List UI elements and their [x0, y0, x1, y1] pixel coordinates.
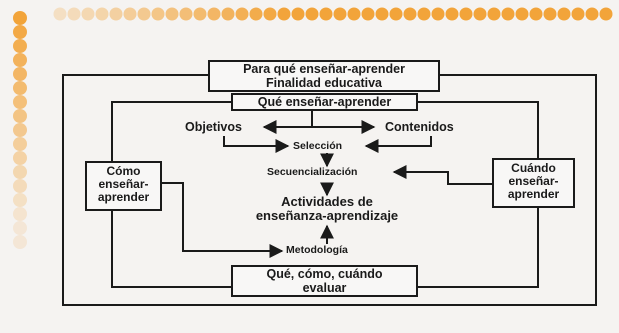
actividades-line2: enseñanza-aprendizaje — [255, 208, 399, 224]
arrow-objetivos-seleccion — [223, 136, 290, 153]
decorative-dot — [13, 235, 27, 249]
decorative-dot — [431, 7, 445, 21]
decorative-dot — [13, 165, 27, 179]
decorative-dot — [529, 7, 543, 21]
arrow-como-metodologia — [161, 182, 284, 258]
decorative-dot — [403, 7, 417, 21]
decorative-dot — [13, 207, 27, 221]
decorative-dot — [263, 7, 277, 21]
decorative-dot — [13, 25, 27, 39]
finalidad-title: Para qué enseñar-aprender — [243, 62, 405, 76]
decorative-dot — [333, 7, 347, 21]
como-line3: aprender — [97, 190, 150, 205]
decorative-dot — [53, 7, 67, 21]
seleccion-label: Selección — [293, 140, 343, 152]
decorative-dot — [571, 7, 585, 21]
actividades-label: Actividades de enseñanza-aprendizaje — [227, 194, 427, 224]
decorative-dot — [13, 67, 27, 81]
decorative-dot — [67, 7, 81, 21]
decorative-dot — [13, 137, 27, 151]
finalidad-box: Para qué enseñar-aprender Finalidad educ… — [208, 60, 440, 92]
decorative-dot — [515, 7, 529, 21]
decorative-dot — [123, 7, 137, 21]
decorative-dot — [235, 7, 249, 21]
cuando-line3: aprender — [507, 187, 560, 202]
decorative-dot — [557, 7, 571, 21]
decorative-dot — [13, 179, 27, 193]
arrow-contenidos-seleccion — [364, 136, 432, 153]
decorative-dot — [501, 7, 515, 21]
como-line2: enseñar- — [98, 177, 149, 192]
decorative-dot — [291, 7, 305, 21]
decorative-dot — [137, 7, 151, 21]
decorative-dot — [13, 221, 27, 235]
decorative-dot — [487, 7, 501, 21]
finalidad-subtitle: Finalidad educativa — [265, 75, 382, 90]
actividades-line1: Actividades de — [281, 194, 373, 209]
cuando-line2: enseñar- — [508, 174, 559, 189]
decorative-dot — [81, 7, 95, 21]
decorative-dot — [13, 151, 27, 165]
como-line1: Cómo — [106, 164, 141, 178]
arrow-cuando-secuencializacion — [392, 165, 492, 185]
contenidos-label: Contenidos — [385, 120, 454, 134]
decorative-dot — [13, 53, 27, 67]
evaluar-line1: Qué, cómo, cuándo — [266, 267, 383, 281]
decorative-dot — [445, 7, 459, 21]
que-box: Qué enseñar-aprender — [231, 93, 418, 111]
decorative-dot — [151, 7, 165, 21]
decorative-dot — [249, 7, 263, 21]
decorative-dot — [417, 7, 431, 21]
decorative-dot — [277, 7, 291, 21]
decorative-dot — [221, 7, 235, 21]
decorative-dot — [305, 7, 319, 21]
decorative-dot — [543, 7, 557, 21]
decorative-dot — [95, 7, 109, 21]
decorative-dot — [599, 7, 613, 21]
decorative-dot — [347, 7, 361, 21]
decorative-dot — [193, 7, 207, 21]
decorative-dot — [109, 7, 123, 21]
decorative-dot — [585, 7, 599, 21]
decorative-dot — [375, 7, 389, 21]
decorative-dot — [13, 95, 27, 109]
decorative-dot — [459, 7, 473, 21]
evaluar-box: Qué, cómo, cuándo evaluar — [231, 265, 418, 297]
metodologia-label: Metodología — [286, 244, 348, 256]
decorative-dot — [13, 123, 27, 137]
decorative-dot — [207, 7, 221, 21]
decorative-dot — [13, 81, 27, 95]
decorative-dot — [13, 193, 27, 207]
cuando-box: Cuándo enseñar- aprender — [492, 158, 575, 208]
decorative-dot — [13, 11, 27, 25]
objetivos-label: Objetivos — [185, 120, 242, 134]
evaluar-line2: evaluar — [302, 280, 347, 295]
cuando-line1: Cuándo — [511, 161, 556, 175]
decorative-dot — [13, 109, 27, 123]
que-label: Qué enseñar-aprender — [257, 95, 392, 109]
decorative-dot — [179, 7, 193, 21]
secuencializacion-label: Secuencialización — [267, 166, 358, 178]
decorative-dot — [361, 7, 375, 21]
como-box: Cómo enseñar- aprender — [85, 161, 162, 211]
decorative-dot — [319, 7, 333, 21]
decorative-dot — [389, 7, 403, 21]
decorative-dot — [165, 7, 179, 21]
decorative-dot — [473, 7, 487, 21]
decorative-dot — [13, 39, 27, 53]
